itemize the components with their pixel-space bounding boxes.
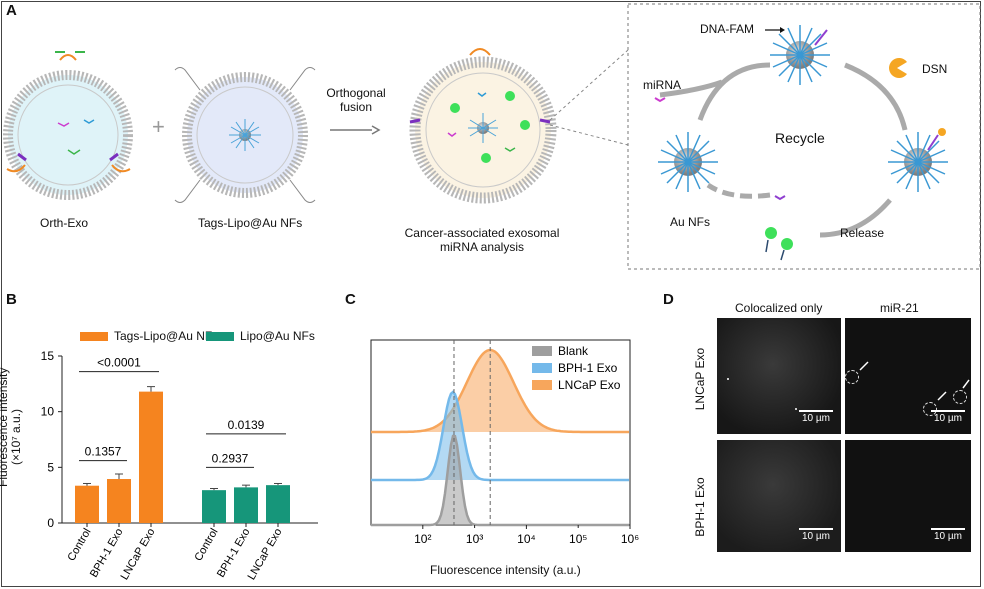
recycle-label: Recycle <box>775 130 825 146</box>
scalebar-2: 10 µm <box>931 410 965 424</box>
legend-tags-text: Tags-Lipo@Au NFs <box>114 329 219 343</box>
histogram-area <box>371 350 630 432</box>
panel-a-schematic <box>3 3 981 270</box>
scalebar-4: 10 µm <box>931 528 965 542</box>
analysis-label: Cancer-associated exosomal miRNA analysi… <box>392 226 572 254</box>
recycle-cycle <box>654 25 948 261</box>
p-value-label: 0.1357 <box>85 445 122 459</box>
x-tick-label: BPH-1 Exo <box>215 527 253 580</box>
panel-c-xlabel: Fluorescence intensity (a.u.) <box>430 563 581 577</box>
fusion-line-2: fusion <box>339 100 373 114</box>
col-title-colocalized: Colocalized only <box>735 301 823 315</box>
x-tick-label: 10⁵ <box>569 532 587 546</box>
dna-fam-label: DNA-FAM <box>700 22 754 36</box>
scalebar-4-text: 10 µm <box>934 531 962 542</box>
y-tick-label: 10 <box>41 405 55 419</box>
zoom-box <box>627 3 981 270</box>
y-tick-label: 15 <box>41 349 55 363</box>
row-label-lncap: LNCaP Exo <box>693 347 707 411</box>
legend-swatch <box>532 346 552 356</box>
bar <box>234 487 258 523</box>
scalebar-3-text: 10 µm <box>802 531 830 542</box>
x-tick-label: 10³ <box>466 532 483 546</box>
tags-lipo-vesicle <box>174 67 316 203</box>
p-value-label: <0.0001 <box>97 356 141 370</box>
bar <box>75 485 99 523</box>
fused-vesicle <box>409 48 557 204</box>
x-tick-label: Control <box>65 527 93 564</box>
micrograph-bph1-mir21: 10 µm <box>845 440 971 552</box>
orth-exo-vesicle <box>3 51 133 200</box>
legend-swatch-lipo <box>206 331 234 341</box>
orth-exo-label: Orth-Exo <box>40 216 89 230</box>
analysis-line-1: Cancer-associated exosomal <box>404 226 560 240</box>
legend-swatch <box>532 363 552 373</box>
histogram-line <box>371 390 629 482</box>
analysis-line-2: miRNA analysis <box>439 240 525 254</box>
bar <box>202 490 226 523</box>
panel-label-c: C <box>345 291 356 308</box>
bar <box>139 391 163 523</box>
legend-swatch <box>532 380 552 390</box>
panel-label-d: D <box>663 291 674 308</box>
micrograph-bph1-colocalized: 10 µm <box>717 440 841 552</box>
scalebar-1: 10 µm <box>799 410 833 424</box>
x-tick-label: BPH-1 Exo <box>88 527 126 580</box>
au-nfs-label: Au NFs <box>670 215 711 229</box>
micrograph-lncap-colocalized: 10 µm <box>717 318 841 434</box>
legend-lipo: Lipo@Au NFs <box>206 329 315 343</box>
orthogonal-fusion-label: Orthogonal fusion <box>322 86 390 114</box>
tags-lipo-label: Tags-Lipo@Au NFs <box>198 216 303 230</box>
bar <box>107 479 131 523</box>
scalebar-2-text: 10 µm <box>934 413 962 424</box>
row-label-bph1: BPH-1 Exo <box>693 477 707 537</box>
plus-sign: + <box>152 114 165 139</box>
highlight-circle <box>845 370 859 384</box>
fusion-line-1: Orthogonal <box>326 86 386 100</box>
highlight-circle <box>923 402 937 416</box>
legend-label: LNCaP Exo <box>558 378 621 392</box>
bar <box>266 485 290 523</box>
x-tick-label: 10⁴ <box>517 532 536 546</box>
legend-label: Blank <box>558 344 589 358</box>
dsn-label: DSN <box>922 62 948 76</box>
x-tick-label: LNCaP Exo <box>246 527 285 583</box>
legend-lipo-text: Lipo@Au NFs <box>240 329 315 343</box>
legend-swatch-tags <box>80 331 108 341</box>
x-tick-label: 10⁶ <box>621 532 639 546</box>
x-tick-label: 10² <box>414 532 431 546</box>
micrograph-lncap-mir21: 10 µm <box>845 318 971 434</box>
release-label: Release <box>840 226 885 240</box>
dsn-icon <box>889 57 907 79</box>
y-tick-label: 0 <box>47 516 54 530</box>
x-tick-label: LNCaP Exo <box>119 527 158 583</box>
p-value-label: 0.0139 <box>228 418 265 432</box>
y-tick-label: 5 <box>47 460 54 474</box>
mirna-label: miRNA <box>643 78 681 92</box>
panel-label-b: B <box>6 291 17 308</box>
x-tick-label: Control <box>192 527 220 564</box>
histogram-line <box>371 348 629 434</box>
scalebar-1-text: 10 µm <box>802 413 830 424</box>
legend-tags: Tags-Lipo@Au NFs <box>80 329 218 343</box>
col-title-mir21: miR-21 <box>880 301 919 315</box>
p-value-label: 0.2937 <box>212 451 249 465</box>
histogram-line <box>371 434 629 527</box>
highlight-circle <box>953 390 967 404</box>
scalebar-3: 10 µm <box>799 528 833 542</box>
panel-label-a: A <box>6 2 17 19</box>
legend-label: BPH-1 Exo <box>558 361 618 375</box>
